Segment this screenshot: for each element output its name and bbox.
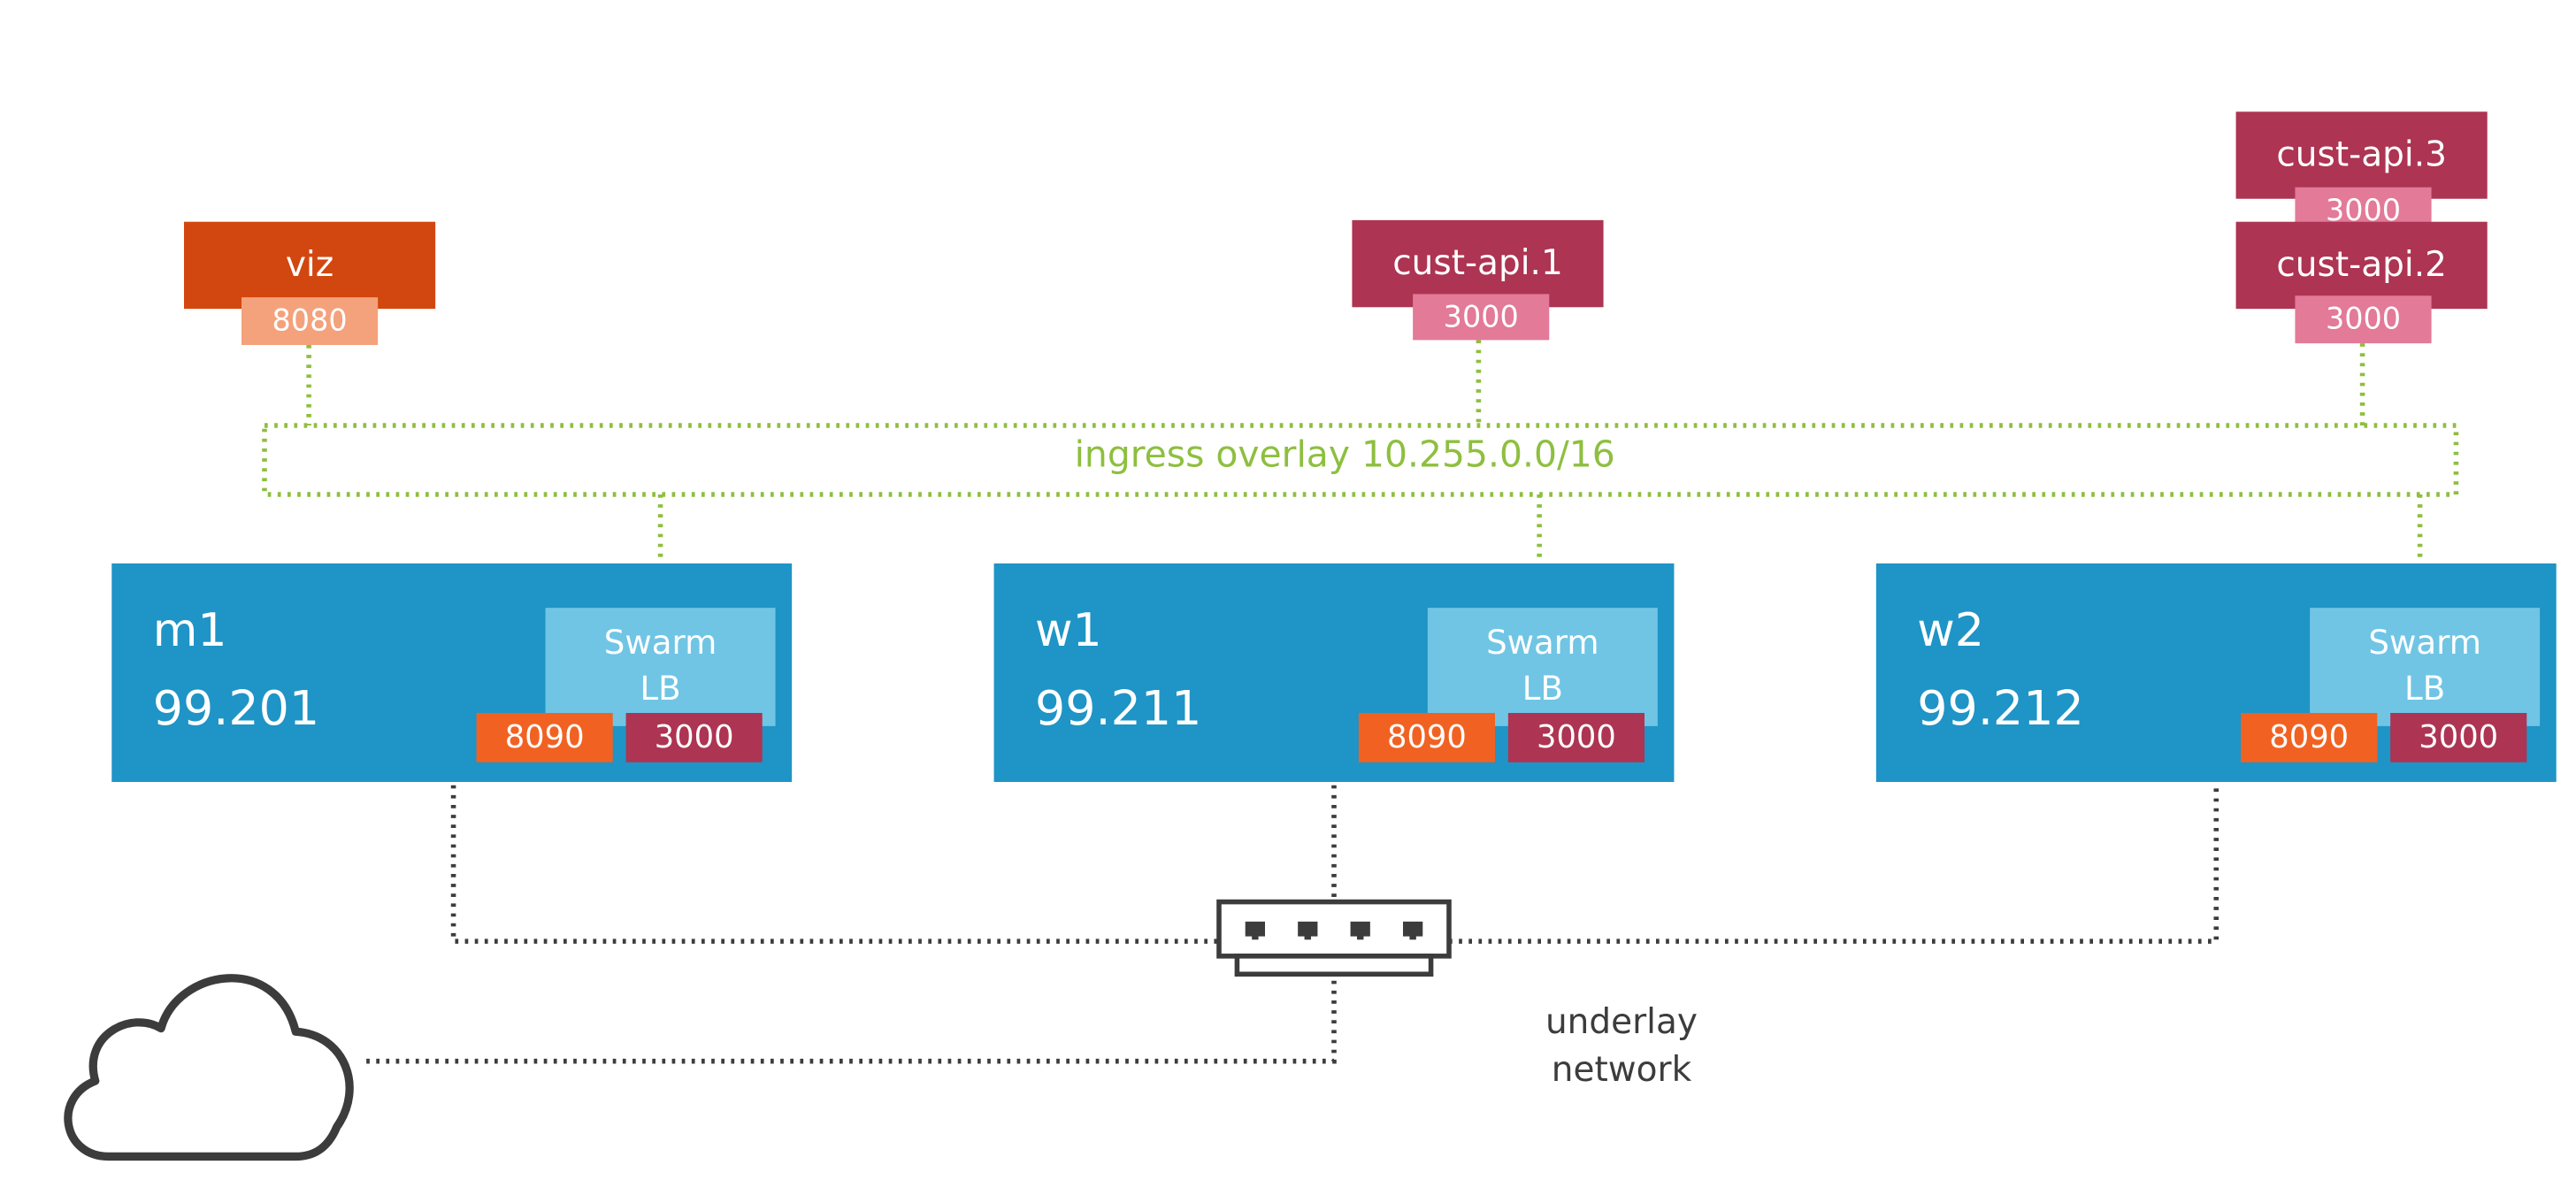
underlay-network-label: underlay network	[1536, 999, 1706, 1094]
ingress-overlay-label: ingress overlay 10.255.0.0/16	[1074, 435, 1615, 477]
node-name: w2	[1917, 602, 1984, 657]
swarm-lb: Swarm LB	[545, 608, 776, 726]
port-8090-badge: 8090	[2241, 713, 2378, 762]
swarm-lb: Swarm LB	[1427, 608, 1658, 726]
port-3000-badge: 3000	[1507, 713, 1645, 762]
cloud-icon	[64, 974, 354, 1161]
swarm-lb-line2: LB	[640, 668, 681, 709]
cust-api-2-service: cust-api.2	[2235, 221, 2488, 310]
port-3000-badge: 3000	[2390, 713, 2527, 762]
swarm-lb: Swarm LB	[2310, 608, 2541, 726]
underlay-label-line2: network	[1551, 1049, 1692, 1090]
underlay-label-line1: underlay	[1545, 1001, 1698, 1042]
cust-api-1-port-label: 3000	[1443, 299, 1519, 334]
swarm-lb-line2: LB	[2404, 668, 2446, 709]
ingress-overlay-box	[262, 423, 2459, 497]
viz-port-badge: 8080	[242, 297, 379, 346]
node-w1: w1 99.211 Swarm LB 8090 3000	[993, 563, 1675, 783]
swarm-lb-line1: Swarm	[603, 622, 717, 663]
network-switch-icon	[1216, 899, 1452, 977]
viz-port-label: 8080	[272, 303, 348, 339]
node-w2: w2 99.212 Swarm LB 8090 3000	[1875, 563, 2557, 783]
cust-api-1-service: cust-api.1	[1352, 219, 1604, 308]
cust-api-2-port-label: 3000	[2325, 302, 2402, 337]
node-ip: 99.211	[1035, 679, 1202, 737]
cust-api-3-service: cust-api.3	[2235, 111, 2488, 199]
cust-api-1-port-badge: 3000	[1413, 294, 1550, 341]
node-name: w1	[1035, 602, 1102, 657]
underlay-w2-link	[1449, 785, 2220, 944]
port-3000-badge: 3000	[625, 713, 763, 762]
cust-api-3-label: cust-api.3	[2276, 134, 2447, 174]
node-ip: 99.201	[152, 679, 320, 737]
viz-service: viz	[184, 221, 436, 310]
swarm-lb-line1: Swarm	[2368, 622, 2481, 663]
port-8090-badge: 8090	[476, 713, 613, 762]
node-name: m1	[152, 602, 227, 657]
underlay-cloud-link	[361, 980, 1337, 1064]
node-m1: m1 99.201 Swarm LB 8090 3000	[111, 563, 793, 783]
cust-api-1-label: cust-api.1	[1392, 242, 1563, 283]
underlay-m1-link	[450, 785, 1220, 944]
node-ip: 99.212	[1917, 679, 2084, 737]
swarm-lb-line1: Swarm	[1486, 622, 1599, 663]
viz-service-label: viz	[285, 244, 334, 285]
cust-api-2-label: cust-api.2	[2276, 244, 2447, 285]
cust-api-2-port-badge: 3000	[2295, 295, 2432, 344]
swarm-lb-line2: LB	[1522, 668, 1563, 709]
port-8090-badge: 8090	[1358, 713, 1496, 762]
